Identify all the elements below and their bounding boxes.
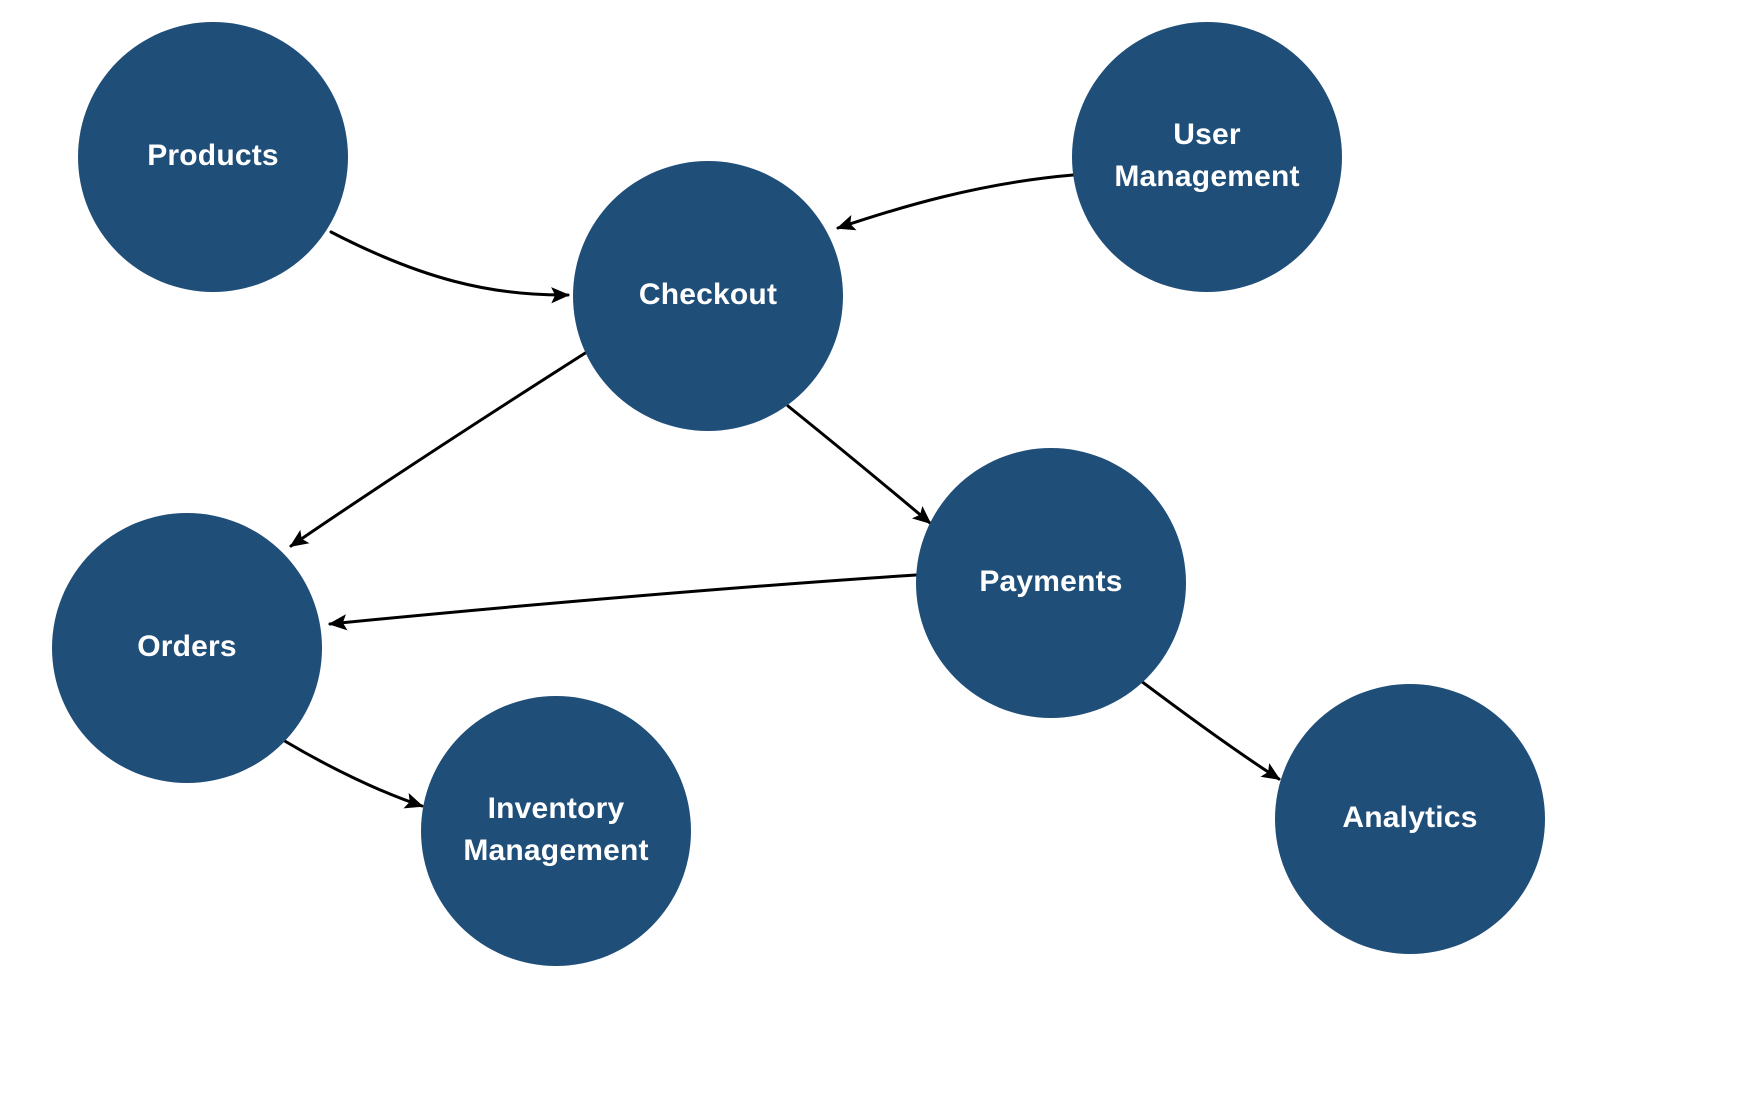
node-checkout[interactable]: Checkout — [573, 161, 843, 431]
node-orders[interactable]: Orders — [52, 513, 322, 783]
node-analytics[interactable]: Analytics — [1275, 684, 1545, 954]
node-shape-orders[interactable] — [52, 513, 322, 783]
edge-payments-to-analytics — [1131, 673, 1281, 781]
edge-products-to-checkout — [329, 230, 570, 304]
node-shape-checkout[interactable] — [573, 161, 843, 431]
node-shape-payments[interactable] — [916, 448, 1186, 718]
edge-payments-to-orders — [328, 573, 918, 631]
node-shape-user-management[interactable] — [1072, 22, 1342, 292]
edge-checkout-to-payments — [786, 404, 932, 525]
edge-orders-to-inventory-management — [281, 738, 424, 809]
node-shape-products[interactable] — [78, 22, 348, 292]
node-shape-analytics[interactable] — [1275, 684, 1545, 954]
edge-user-management-to-checkout — [836, 173, 1075, 231]
edge-checkout-to-orders — [289, 348, 592, 548]
node-payments[interactable]: Payments — [916, 448, 1186, 718]
node-products[interactable]: Products — [78, 22, 348, 292]
edges-layer — [281, 173, 1281, 809]
node-shape-inventory-management[interactable] — [421, 696, 691, 966]
